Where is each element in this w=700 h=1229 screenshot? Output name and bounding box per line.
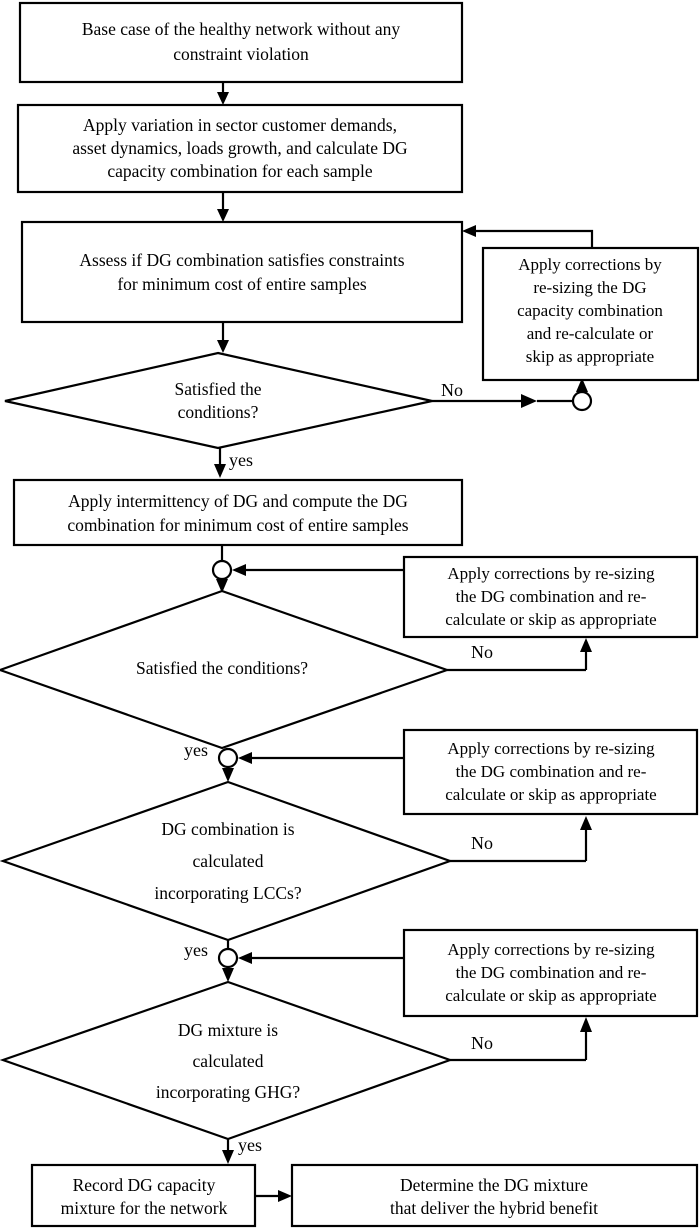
connector-correction1-to-assess [462, 225, 594, 248]
correction-2-line-2: the DG combination and re- [456, 587, 647, 606]
determine-mixture-line-1: Determine the DG mixture [400, 1175, 588, 1195]
connector-intermittency-to-junction2 [211, 545, 233, 593]
assess-dg-line-1: Assess if DG combination satisfies const… [79, 250, 404, 270]
node-assess-dg[interactable]: Assess if DG combination satisfies const… [20, 220, 464, 324]
edge-decision3-no: No [450, 816, 592, 863]
node-correction-3[interactable]: Apply corrections by re-sizing the DG co… [402, 728, 699, 816]
correction-4-line-2: the DG combination and re- [456, 963, 647, 982]
junction-decision2-merge [211, 559, 233, 581]
correction-4-line-3: calculate or skip as appropriate [445, 986, 656, 1005]
label-decision3-yes: yes [184, 940, 208, 960]
connector-variation-to-assess [217, 192, 229, 222]
correction-4-line-1: Apply corrections by re-sizing [447, 940, 655, 959]
correction-3-line-3: calculate or skip as appropriate [445, 785, 656, 804]
correction-2-line-3: calculate or skip as appropriate [445, 610, 656, 629]
node-record-mixture[interactable]: Record DG capacity mixture for the netwo… [30, 1163, 257, 1228]
node-correction-2[interactable]: Apply corrections by re-sizing the DG co… [402, 555, 699, 639]
decision-4-line-1: DG mixture is [178, 1020, 278, 1040]
determine-mixture-box[interactable] [290, 1163, 699, 1228]
decision-4-line-3: incorporating GHG? [156, 1082, 301, 1102]
determine-mixture-line-2: that deliver the hybrid benefit [390, 1198, 598, 1218]
edge-decision4-yes: yes [222, 1135, 262, 1164]
apply-variation-box[interactable] [16, 103, 464, 194]
decision-1-line-2: conditions? [178, 402, 259, 422]
connector-correction2-to-junction2 [232, 564, 404, 576]
apply-variation-line-1: Apply variation in sector customer deman… [83, 115, 397, 135]
node-decision-1[interactable]: Satisfied the conditions? [4, 351, 433, 450]
label-decision4-no: No [471, 1033, 493, 1053]
correction-1-line-5: skip as appropriate [526, 347, 654, 366]
decision-3-line-2: calculated [193, 851, 264, 871]
decision-3-line-3: incorporating LCCs? [154, 883, 301, 903]
assess-dg-box[interactable] [20, 220, 464, 324]
junction-decision1-no [571, 390, 593, 412]
node-decision-3[interactable]: DG combination is calculated incorporati… [0, 780, 454, 942]
apply-intermittency-line-1: Apply intermittency of DG and compute th… [68, 491, 408, 511]
decision-1-diamond[interactable] [4, 351, 433, 450]
node-decision-4[interactable]: DG mixture is calculated incorporating G… [0, 980, 454, 1141]
decision-4-line-2: calculated [193, 1051, 264, 1071]
junction-decision3-merge [217, 747, 239, 769]
apply-variation-line-2: asset dynamics, loads growth, and calcul… [72, 138, 408, 158]
label-decision3-no: No [471, 833, 493, 853]
label-decision4-yes: yes [238, 1135, 262, 1155]
edge-decision2-no: No [447, 638, 592, 672]
edge-decision3-yes: yes [184, 940, 239, 982]
apply-variation-line-3: capacity combination for each sample [107, 161, 373, 181]
node-decision-2[interactable]: Satisfied the conditions? [0, 589, 451, 750]
junction-decision4-merge [217, 947, 239, 969]
record-mixture-box[interactable] [30, 1163, 257, 1228]
decision-1-line-1: Satisfied the [175, 379, 262, 399]
node-base-case[interactable]: Base case of the healthy network without… [18, 1, 464, 84]
node-correction-1[interactable]: Apply corrections by re-sizing the DG ca… [481, 246, 700, 382]
correction-3-box[interactable] [402, 728, 699, 816]
correction-1-line-1: Apply corrections by [518, 255, 662, 274]
decision-2-diamond[interactable] [0, 589, 451, 750]
correction-3-line-2: the DG combination and re- [456, 762, 647, 781]
connector-correction4-to-junction4 [238, 952, 404, 964]
record-mixture-line-1: Record DG capacity [73, 1175, 216, 1195]
edge-decision4-no: No [450, 1017, 592, 1062]
assess-dg-line-2: for minimum cost of entire samples [117, 274, 367, 294]
correction-4-box[interactable] [402, 928, 699, 1018]
correction-2-box[interactable] [402, 555, 699, 639]
node-apply-intermittency[interactable]: Apply intermittency of DG and compute th… [12, 478, 464, 547]
correction-3-line-1: Apply corrections by re-sizing [447, 739, 655, 758]
correction-1-line-4: and re-calculate or [527, 324, 654, 343]
decision-2-line-1: Satisfied the conditions? [136, 658, 308, 678]
label-decision1-no: No [441, 380, 463, 400]
base-case-line-1: Base case of the healthy network without… [82, 19, 401, 39]
label-decision1-yes: yes [229, 450, 253, 470]
label-decision2-no: No [471, 642, 493, 662]
node-correction-4[interactable]: Apply corrections by re-sizing the DG co… [402, 928, 699, 1018]
edge-decision1-yes: yes [214, 448, 253, 478]
node-apply-variation[interactable]: Apply variation in sector customer deman… [16, 103, 464, 194]
correction-1-line-3: capacity combination [517, 301, 663, 320]
connector-base-to-variation [217, 82, 229, 105]
record-mixture-line-2: mixture for the network [61, 1198, 228, 1218]
base-case-line-2: constraint violation [173, 44, 309, 64]
correction-2-line-1: Apply corrections by re-sizing [447, 564, 655, 583]
decision-3-line-1: DG combination is [161, 819, 294, 839]
connector-assess-to-decision1 [217, 322, 229, 353]
correction-1-line-2: re-sizing the DG [533, 278, 646, 297]
connector-record-to-determine [255, 1190, 292, 1202]
edge-decision2-yes: yes [184, 740, 239, 782]
base-case-box[interactable] [18, 1, 464, 84]
connector-correction3-to-junction3 [238, 752, 404, 764]
apply-intermittency-line-2: combination for minimum cost of entire s… [67, 515, 408, 535]
apply-intermittency-box[interactable] [12, 478, 464, 547]
edge-decision1-no: No [432, 378, 593, 412]
label-decision2-yes: yes [184, 740, 208, 760]
correction-1-box[interactable] [481, 246, 700, 382]
node-determine-mixture[interactable]: Determine the DG mixture that deliver th… [290, 1163, 699, 1228]
